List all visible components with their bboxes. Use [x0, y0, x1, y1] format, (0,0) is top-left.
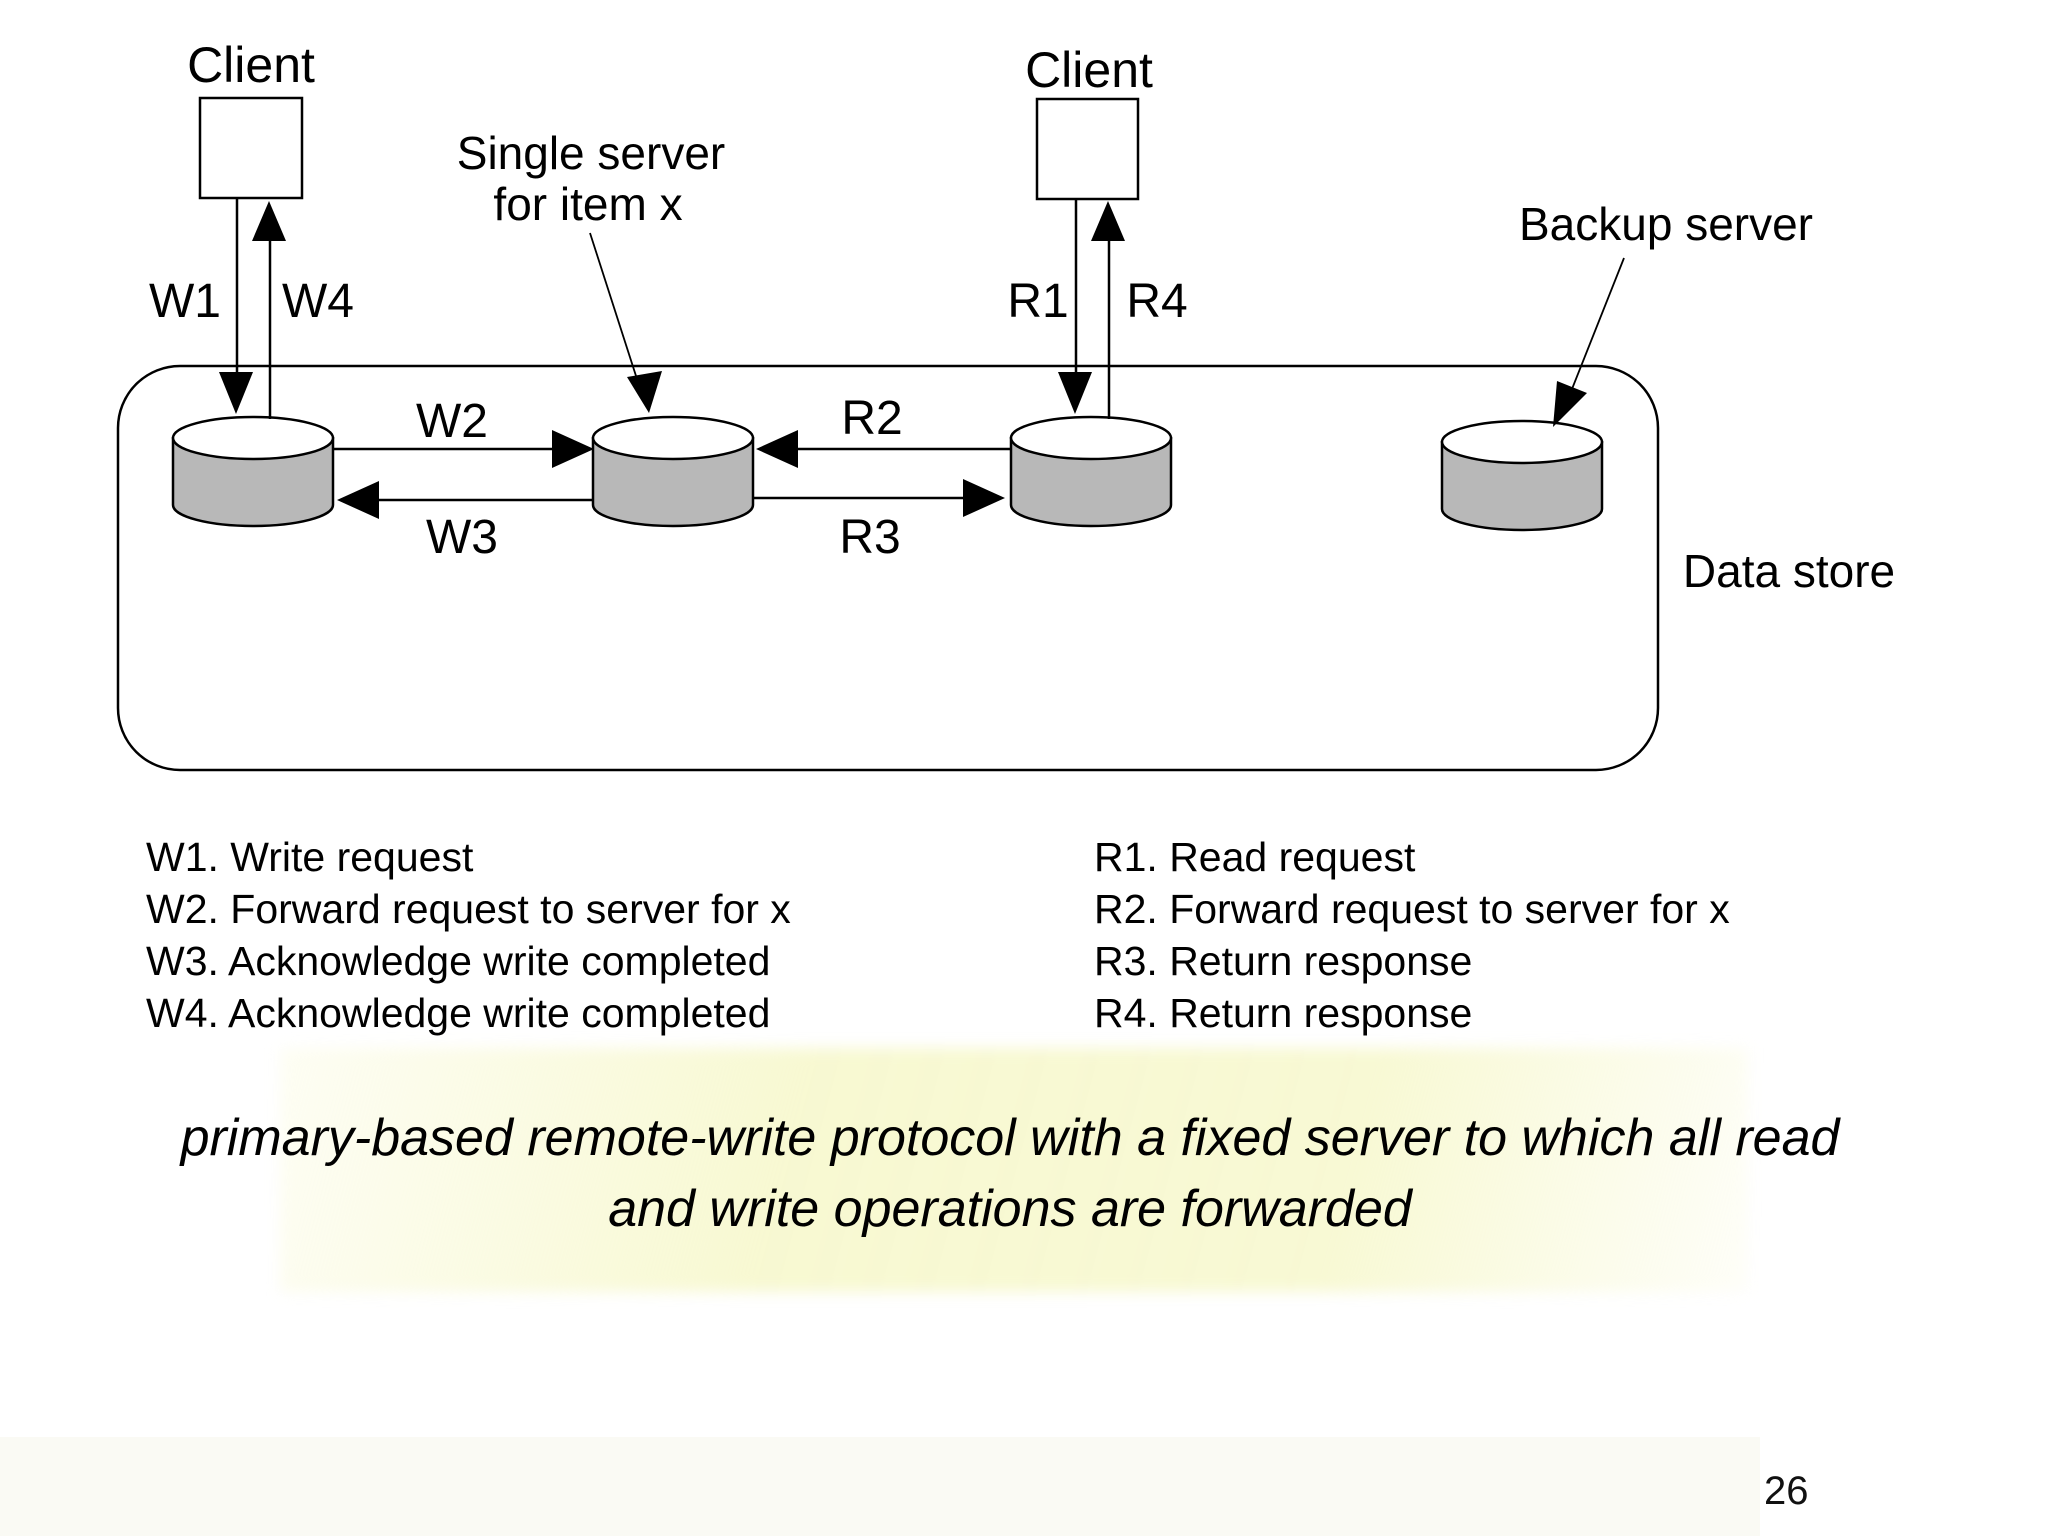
w1-label: W1 — [149, 275, 221, 328]
read-server-cylinder — [1009, 415, 1173, 528]
protocol-diagram: Client Client Single server for item x B… — [116, 37, 1895, 772]
w4-arrow — [252, 201, 286, 419]
legend-line: R1. Read request — [1094, 834, 1416, 880]
w2-arrow — [333, 430, 594, 468]
client-label-right: Client — [1025, 42, 1153, 98]
figure-caption: primary-based remote-write protocol with… — [55, 1103, 1965, 1245]
caption-line-2: and write operations are forwarded — [608, 1180, 1412, 1238]
w3-arrow — [337, 481, 593, 519]
legend-line: W1. Write request — [146, 834, 474, 880]
legend-line: W2. Forward request to server for x — [146, 886, 791, 932]
single-server-pointer-arrow — [589, 232, 662, 413]
read-steps-legend: R1. Read request R2. Forward request to … — [1094, 831, 1730, 1039]
legend-line: R3. Return response — [1094, 938, 1473, 984]
w4-label: W4 — [282, 275, 354, 328]
backup-server-cylinder — [1440, 419, 1604, 532]
single-server-label-line1: Single server — [457, 127, 725, 179]
backup-server-pointer-arrow — [1553, 257, 1625, 427]
r3-label: R3 — [839, 511, 900, 564]
caption-highlight-band — [280, 1048, 1748, 1292]
r1-label: R1 — [1007, 275, 1068, 328]
legend-line: R2. Forward request to server for x — [1094, 886, 1730, 932]
primary-store-cylinder — [171, 415, 335, 528]
r2-arrow — [756, 430, 1010, 468]
write-steps-legend: W1. Write request W2. Forward request to… — [146, 831, 791, 1039]
legend-line: W3. Acknowledge write completed — [146, 938, 771, 984]
legend-line: R4. Return response — [1094, 990, 1473, 1036]
w2-label: W2 — [416, 395, 488, 448]
data-store-label: Data store — [1683, 545, 1895, 597]
client-label-left: Client — [187, 37, 315, 93]
r4-arrow — [1091, 201, 1125, 419]
single-server-label-line2: for item x — [493, 178, 682, 230]
w1-arrow — [219, 198, 253, 414]
caption-line-1: primary-based remote-write protocol with… — [180, 1109, 1840, 1167]
client-box-right — [1035, 97, 1140, 201]
backup-server-label: Backup server — [1519, 198, 1813, 250]
r1-arrow — [1058, 199, 1092, 414]
w3-label: W3 — [426, 511, 498, 564]
page-number: 26 — [1764, 1469, 1809, 1513]
bottom-band — [0, 1437, 1760, 1536]
single-server-cylinder — [591, 415, 755, 528]
data-store-box — [116, 364, 1660, 772]
r2-label: R2 — [841, 392, 902, 445]
r4-label: R4 — [1126, 275, 1187, 328]
client-box-left — [198, 96, 304, 200]
r3-arrow — [753, 479, 1005, 517]
legend-line: W4. Acknowledge write completed — [146, 990, 771, 1036]
